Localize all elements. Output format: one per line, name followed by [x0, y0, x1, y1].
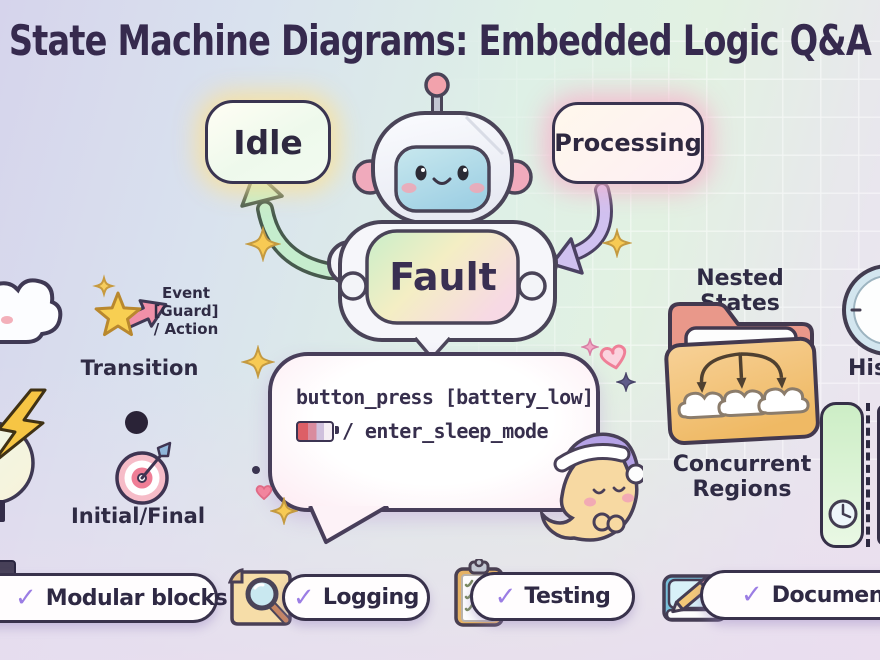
checkmark-icon: ✓ [15, 583, 37, 613]
initial-state-dot [125, 411, 148, 434]
transition-star-arrow-icon [92, 274, 168, 337]
speech-text: button_press [battery_low] / enter_sleep… [296, 380, 594, 448]
sparkle-icon [241, 345, 275, 379]
sparkle-icon [270, 497, 298, 525]
idle-state-label: Idle [233, 122, 303, 162]
star-icon [94, 291, 142, 337]
speech-bubble-tail [308, 506, 390, 544]
robot-face-screen [394, 145, 491, 213]
feature-pill-logging: ✓ Logging [282, 574, 430, 621]
fault-state-label: Fault [389, 255, 497, 299]
transition-annotation: Event [Guard] / Action [153, 284, 219, 338]
idle-state-bubble: Idle [205, 100, 331, 184]
transition-speech-bubble: button_press [battery_low] / enter_sleep… [268, 352, 600, 512]
scroll-magnifier-icon [228, 568, 292, 626]
decorative-dot [252, 466, 260, 474]
page-title: State Machine Diagrams: Embedded Logic Q… [8, 16, 872, 65]
battery-low-icon [296, 420, 339, 442]
substate-cloud-icon [757, 387, 810, 415]
robot-hand-left [338, 271, 368, 301]
history-label: History [848, 356, 880, 381]
robot-mascot [327, 72, 558, 360]
initial-final-label: Initial/Final [70, 504, 206, 528]
antenna-ball [424, 72, 450, 98]
feature-label: Logging [322, 585, 420, 610]
lightning-state-icon [0, 388, 47, 505]
sparkle-icon [602, 228, 632, 258]
clock-icon [828, 499, 858, 529]
mini-sparkle-icon [92, 274, 116, 298]
checkmark-icon: ✓ [293, 582, 315, 613]
sparkle-icon [245, 226, 281, 262]
sparkle-icon [581, 338, 599, 356]
feature-label: Modular blocks [45, 585, 228, 611]
checkmark-icon: ✓ [741, 580, 763, 610]
arrow-down-left-icon [550, 182, 613, 275]
speech-line1: button_press [battery_low] [296, 385, 594, 409]
nested-states-folder-icon [664, 302, 820, 445]
feature-label: Testing [524, 584, 611, 609]
target-bullseye-icon [115, 441, 172, 505]
dart-icon [156, 441, 172, 458]
feature-pill-modular-blocks: ✓ Modular blocks [0, 573, 228, 623]
sparkle-icon [616, 372, 636, 392]
cloud-icon [0, 278, 63, 344]
processing-state-bubble: Processing [552, 102, 704, 184]
fault-state-panel [365, 229, 520, 325]
sleeping-moon-icon [539, 432, 643, 542]
history-clock-icon [842, 264, 880, 356]
feature-pill-testing: ✓ Testing [470, 572, 635, 621]
region-dashed-divider [866, 403, 870, 547]
transition-label: Transition [80, 356, 199, 380]
heart-icon [599, 344, 627, 370]
lightning-icon [0, 388, 47, 460]
feature-pill-documentation: ✓ Documentation [700, 570, 880, 620]
feature-label: Documentation [771, 582, 880, 608]
concurrent-regions-label: Concurrent Regions [672, 452, 812, 502]
heart-icon [255, 485, 273, 501]
robot-hand-right [517, 271, 547, 301]
checkmark-icon: ✓ [494, 581, 517, 612]
processing-state-label: Processing [554, 129, 702, 157]
speech-line2: / enter_sleep_mode [342, 419, 549, 443]
left-edge-cut-text [0, 500, 5, 522]
